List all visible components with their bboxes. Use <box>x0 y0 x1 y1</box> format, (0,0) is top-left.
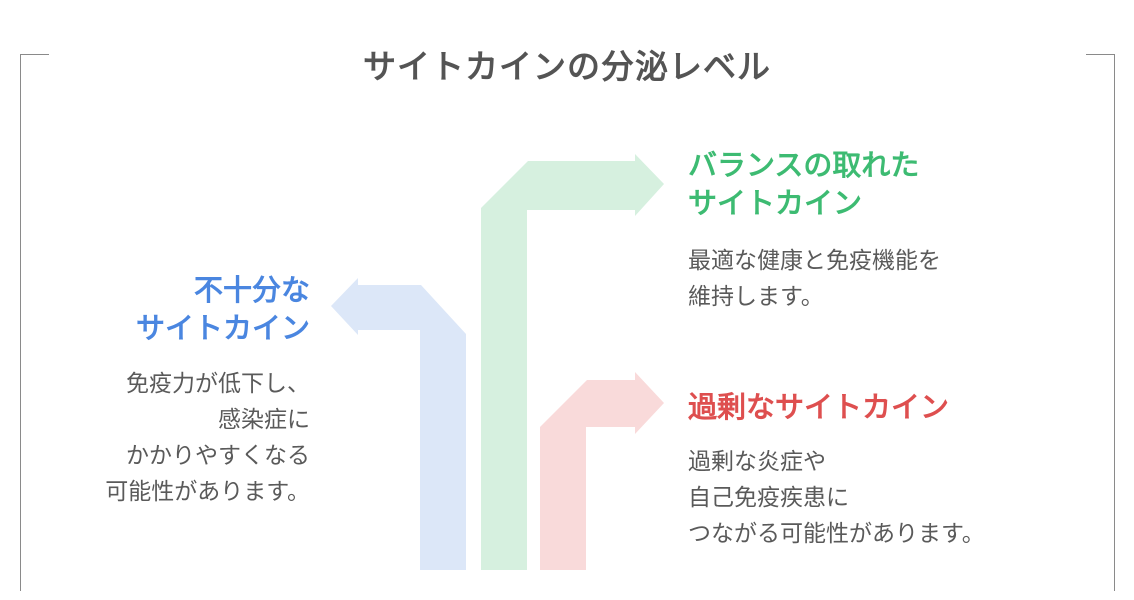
low-level-description: 免疫力が低下し、 感染症に かかりやすくなる 可能性があります。 <box>105 371 310 505</box>
excess-level-heading: 過剰なサイトカイン <box>688 390 950 424</box>
low-level-heading: 不十分な サイトカイン <box>135 273 310 345</box>
balanced-arrow <box>481 154 664 570</box>
balanced-level-description: 最適な健康と免疫機能を 維持します。 <box>688 248 941 310</box>
low-arrow <box>331 278 466 570</box>
frame-left-bracket <box>20 54 49 591</box>
frame-right-bracket <box>1086 54 1115 591</box>
balanced-level-heading: バランスの取れた サイトカイン <box>688 148 920 220</box>
diagram-title: サイトカインの分泌レベル <box>363 47 771 86</box>
excess-level-description: 過剰な炎症や 自己免疫疾患に つながる可能性があります。 <box>688 449 985 547</box>
excess-arrow <box>540 372 664 570</box>
